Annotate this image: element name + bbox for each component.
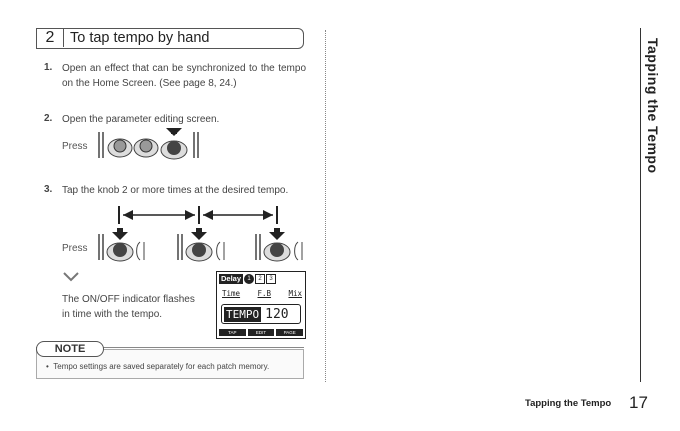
lcd-header: Delay 1 2 3 <box>219 274 277 284</box>
step-2-text: Open the parameter editing screen. <box>62 114 220 125</box>
indicator-text-line1: The ON/OFF indicator flashes <box>62 294 195 305</box>
knob-icon <box>107 138 133 158</box>
knob-row-step2 <box>98 128 199 160</box>
step-3-text: Tap the knob 2 or more times at the desi… <box>62 185 289 196</box>
press-label-step2: Press <box>62 141 88 152</box>
lcd-effect-name: Delay <box>219 274 244 284</box>
side-rule <box>640 28 641 382</box>
lcd-softkey-2: EDIT <box>247 329 275 336</box>
pressed-knob-icon <box>263 228 303 262</box>
note-rule <box>36 347 304 348</box>
step-1-number: 1. <box>44 62 53 73</box>
indicator-text-line2: in time with the tempo. <box>62 309 163 320</box>
lcd-param-mix: Mix <box>288 289 302 298</box>
lcd-tab-3: 3 <box>266 274 277 284</box>
side-title: Tapping the Tempo <box>645 38 661 174</box>
lcd-tempo-label: TEMPO <box>224 306 262 322</box>
step-2-number: 2. <box>44 113 53 124</box>
step-3-number: 3. <box>44 184 53 195</box>
lcd-param-row: Time F.B Mix <box>222 289 302 298</box>
column-divider <box>325 30 326 382</box>
lcd-tab-2: 2 <box>255 274 266 284</box>
chevron-down-icon <box>63 272 79 282</box>
section-header: 2 To tap tempo by hand <box>36 28 304 49</box>
section-number: 2 <box>37 29 64 47</box>
tempo-interval-arrows <box>118 206 278 224</box>
lcd-param-time: Time <box>222 289 241 298</box>
knob-icon <box>133 138 159 158</box>
lcd-softkey-1: TAP <box>219 329 246 336</box>
note-tag: NOTE <box>36 341 104 357</box>
bullet-icon: • <box>46 362 49 371</box>
note-bullet-item: • Tempo settings are saved separately fo… <box>46 362 269 371</box>
lcd-softkey-3: PAGE <box>276 329 304 336</box>
lcd-tab-1: 1 <box>244 274 255 284</box>
pressed-knob-icon <box>160 128 188 160</box>
page-number: 17 <box>629 393 648 412</box>
lcd-param-fb: F.B <box>257 289 272 298</box>
pressed-knob-icon <box>185 228 225 262</box>
lcd-tempo-box: TEMPO 120 <box>221 304 301 324</box>
lcd-bottom-bar: TAP EDIT PAGE <box>219 329 304 336</box>
press-label-step3: Press <box>62 243 88 254</box>
note-bullet-text: Tempo settings are saved separately for … <box>53 362 270 371</box>
section-title: To tap tempo by hand <box>70 30 210 46</box>
pressed-knob-icon <box>106 228 145 262</box>
footer-label: Tapping the Tempo <box>525 398 612 409</box>
lcd-screen: Delay 1 2 3 Time F.B Mix TEMPO 120 TAP E… <box>216 271 306 339</box>
step-1-text: Open an effect that can be synchronized … <box>62 63 306 89</box>
lcd-tempo-value: 120 <box>265 306 289 322</box>
knob-tap-sequence <box>98 228 303 262</box>
